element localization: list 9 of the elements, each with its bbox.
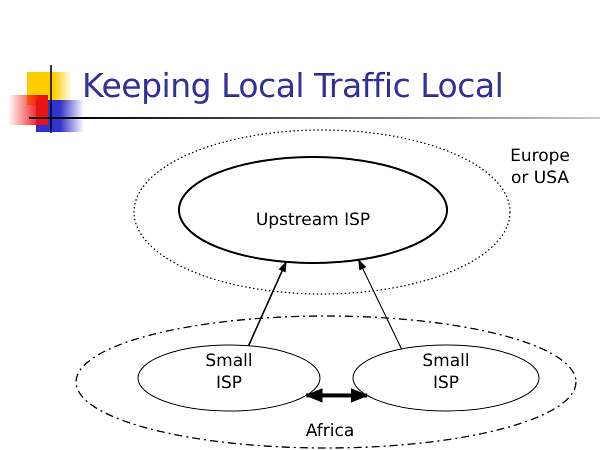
arrow xyxy=(358,258,402,350)
arrow xyxy=(248,260,287,346)
slide-title: Keeping Local Traffic Local xyxy=(82,66,504,105)
arrow xyxy=(304,388,369,403)
region-label: Africa xyxy=(304,420,356,442)
region-label: Europe or USA xyxy=(509,145,571,189)
node-label: Small ISP xyxy=(421,350,471,394)
node-label: Small ISP xyxy=(204,350,254,394)
node-label: Upstream ISP xyxy=(254,209,372,231)
